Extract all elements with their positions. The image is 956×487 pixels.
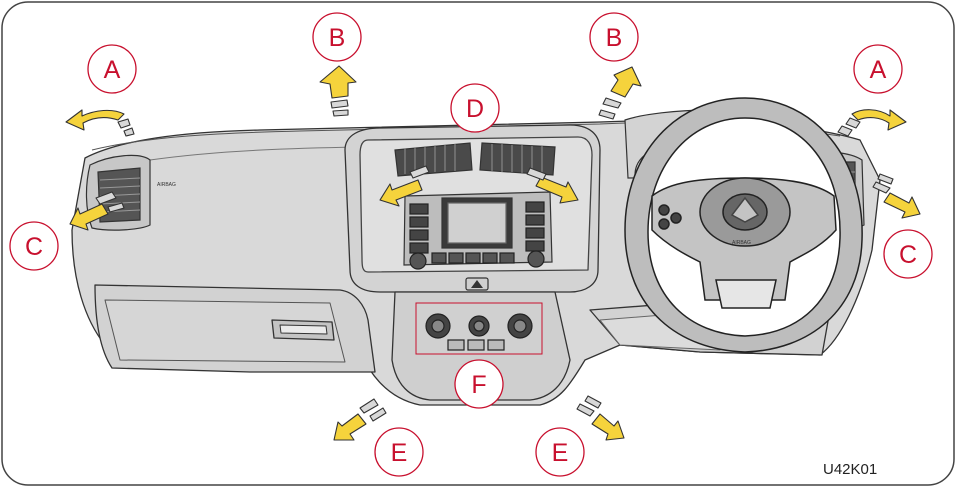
callout-b-right: B (589, 12, 639, 62)
callout-e-left: E (374, 427, 424, 477)
airflow-arrow-b-right (598, 66, 642, 120)
callout-e-right: E (535, 427, 585, 477)
airflow-arrow-e-right (576, 395, 625, 441)
airflow-arrow-e-left (333, 398, 387, 441)
figure-reference-code: U42K01 (823, 461, 877, 478)
head-unit (403, 191, 553, 291)
steering-wheel: AIRBAG (624, 97, 863, 353)
airflow-arrow-d-right (526, 167, 579, 204)
callout-a-left: A (87, 44, 137, 94)
callout-f-label: F (471, 371, 486, 399)
callout-a-right: A (853, 44, 903, 94)
callout-c-left: C (9, 221, 59, 271)
callout-b-right-label: B (606, 24, 623, 52)
airflow-arrow-d-left (379, 165, 430, 207)
callout-c-left-label: C (25, 233, 43, 261)
callout-b-left: B (312, 12, 362, 62)
callout-d-label: D (466, 95, 484, 123)
callout-c-right-label: C (899, 241, 917, 269)
callout-c-right: C (883, 229, 933, 279)
callout-e-left-label: E (391, 439, 408, 467)
passenger-airbag-label: AIRBAG (157, 182, 176, 188)
airflow-arrow-a-right (837, 109, 907, 137)
callout-b-left-label: B (329, 24, 346, 52)
brand-logo-icon (730, 196, 760, 223)
airflow-arrow-c-right (872, 173, 921, 219)
callout-d: D (450, 83, 500, 133)
center-top-vents (394, 142, 556, 177)
callout-a-left-label: A (104, 56, 121, 84)
steering-airbag-label: AIRBAG (732, 240, 751, 246)
airflow-arrow-b-left (319, 65, 357, 117)
callout-e-right-label: E (552, 439, 569, 467)
airflow-arrow-c-left (69, 191, 125, 231)
callout-a-right-label: A (870, 56, 887, 84)
airflow-arrow-a-left (65, 109, 135, 137)
climate-control-panel (415, 302, 543, 355)
callout-f: F (454, 359, 504, 409)
hazard-triangle-icon (471, 280, 483, 288)
